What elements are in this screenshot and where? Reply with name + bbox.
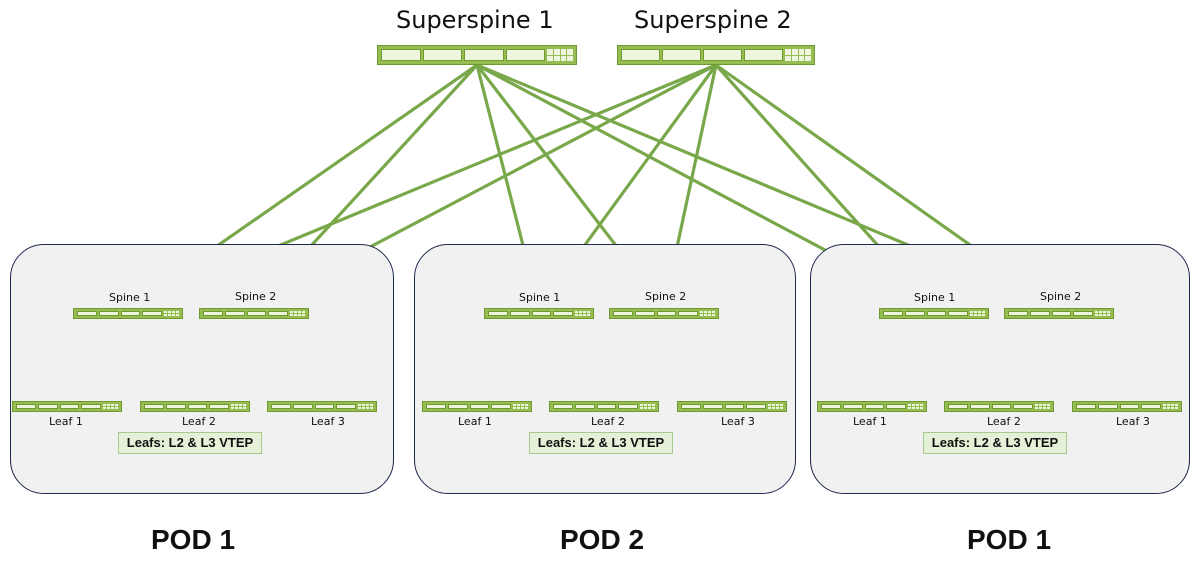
pod3-title: POD 1 — [966, 524, 1052, 555]
pod-container-3 — [810, 244, 1190, 494]
pod1-leaf2-switch-icon — [140, 401, 250, 412]
pod-container-2 — [414, 244, 796, 494]
pod3-spine2-switch-icon — [1004, 308, 1114, 319]
pod3-leaf3-label: Leaf 3 — [1116, 415, 1150, 428]
pod3-spine1-switch-icon — [879, 308, 989, 319]
pod3-spine2-label: Spine 2 — [1040, 290, 1082, 303]
pod1-title: POD 1 — [150, 524, 236, 555]
pod2-leaf1-switch-icon — [422, 401, 532, 412]
pod1-leaf-vtep-note: Leafs: L2 & L3 VTEP — [118, 432, 262, 454]
pod1-spine1-label: Spine 1 — [109, 291, 151, 304]
pod2-leaf3-label: Leaf 3 — [721, 415, 755, 428]
pod2-spine2-switch-icon — [609, 308, 719, 319]
pod2-leaf3-switch-icon — [677, 401, 787, 412]
pod3-spine1-label: Spine 1 — [914, 291, 956, 304]
pod2-spine1-label: Spine 1 — [519, 291, 561, 304]
pod3-leaf2-switch-icon — [944, 401, 1054, 412]
pod2-leaf2-switch-icon — [549, 401, 659, 412]
superspine-1-switch-icon — [377, 45, 577, 65]
pod3-leaf-vtep-note: Leafs: L2 & L3 VTEP — [923, 432, 1067, 454]
pod3-leaf1-label: Leaf 1 — [853, 415, 887, 428]
superspine-2-label: Superspine 2 — [634, 6, 792, 34]
pod2-title: POD 2 — [559, 524, 645, 555]
pod-container-1 — [10, 244, 394, 494]
pod3-leaf2-label: Leaf 2 — [987, 415, 1021, 428]
pod2-leaf1-label: Leaf 1 — [458, 415, 492, 428]
pod2-spine1-switch-icon — [484, 308, 594, 319]
pod2-leaf2-label: Leaf 2 — [591, 415, 625, 428]
pod1-leaf3-switch-icon — [267, 401, 377, 412]
pod1-leaf3-label: Leaf 3 — [311, 415, 345, 428]
pod3-leaf1-switch-icon — [817, 401, 927, 412]
pod2-leaf-vtep-note: Leafs: L2 & L3 VTEP — [529, 432, 673, 454]
pod1-spine1-switch-icon — [73, 308, 183, 319]
pod1-leaf1-label: Leaf 1 — [49, 415, 83, 428]
superspine-1-label: Superspine 1 — [396, 6, 554, 34]
pod1-spine2-switch-icon — [199, 308, 309, 319]
pod1-leaf2-label: Leaf 2 — [182, 415, 216, 428]
pod3-leaf3-switch-icon — [1072, 401, 1182, 412]
pod1-leaf1-switch-icon — [12, 401, 122, 412]
superspine-2-switch-icon — [617, 45, 815, 65]
pod1-spine2-label: Spine 2 — [235, 290, 277, 303]
pod2-spine2-label: Spine 2 — [645, 290, 687, 303]
